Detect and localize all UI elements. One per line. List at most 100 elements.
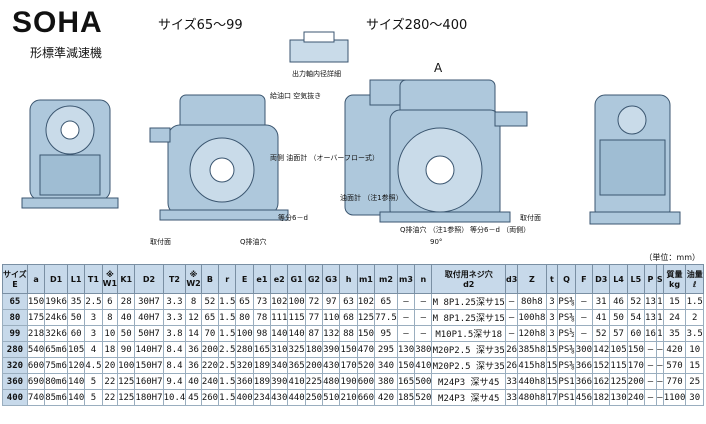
- table-cell: M20P2.5 深サ35: [431, 357, 506, 374]
- table-cell: 142: [592, 341, 611, 358]
- table-cell: 500: [414, 373, 433, 390]
- table-cell: 132: [322, 325, 341, 342]
- table-cell: 111: [270, 309, 289, 326]
- table-cell: 26: [504, 341, 519, 358]
- page-title: SOHA: [12, 6, 103, 39]
- table-cell: —: [574, 293, 594, 310]
- table-cell: 102: [270, 293, 289, 310]
- page-subtitle: 形標準減速機: [30, 46, 103, 60]
- table-cell: 190: [339, 373, 358, 390]
- table-cell: 32k6: [44, 325, 68, 342]
- table-cell: 2.5: [84, 293, 103, 310]
- table-cell: 410: [287, 373, 306, 390]
- table-cell: 8.4: [162, 341, 187, 358]
- table-cell: 28: [117, 293, 136, 310]
- table-cell: 152: [592, 357, 611, 374]
- table-cell: 150H7: [134, 357, 164, 374]
- table-cell: 1.5: [685, 293, 704, 310]
- table-cell: 10.4: [162, 389, 187, 406]
- table-header-cell: a: [26, 264, 46, 294]
- table-cell: 77.5: [374, 309, 398, 326]
- label-air-vent: 給油口 空気抜き: [270, 91, 321, 100]
- table-cell: 2.5: [218, 357, 237, 374]
- table-cell: 480: [322, 373, 341, 390]
- table-cell: M24P3 深サ45: [431, 373, 506, 390]
- table-cell: 366: [574, 357, 594, 374]
- table-cell: 26: [504, 357, 519, 374]
- table-cell: 170: [626, 357, 646, 374]
- table-cell: 295: [374, 341, 398, 358]
- table-cell: 65: [374, 293, 398, 310]
- table-cell: 115: [287, 309, 306, 326]
- table-cell: 162: [592, 373, 611, 390]
- table-cell: PS⅜: [557, 293, 576, 310]
- label-shaft-detail: 出力軸内径詳細: [292, 69, 341, 78]
- table-cell: 99: [2, 325, 28, 342]
- table-cell: 80m6: [44, 373, 68, 390]
- table-cell: 470: [356, 341, 376, 358]
- table-header-cell: 取付用ネジ穴 d2: [431, 264, 506, 294]
- table-header-cell: B: [200, 264, 220, 294]
- table-cell: 189: [252, 357, 272, 374]
- table-cell: 102: [356, 293, 376, 310]
- table-cell: 140: [287, 325, 306, 342]
- table-cell: 325: [287, 341, 306, 358]
- table-cell: 24k6: [44, 309, 68, 326]
- table-header-cell: F: [574, 264, 594, 294]
- table-cell: 80: [2, 309, 28, 326]
- table-cell: M 8P1.25深サ15: [431, 309, 506, 326]
- table-cell: 125: [609, 373, 628, 390]
- table-cell: 140H7: [134, 341, 164, 358]
- table-cell: 19k6: [44, 293, 68, 310]
- shaft-detail: [289, 31, 349, 63]
- table-cell: 380: [374, 373, 398, 390]
- table-cell: 170: [339, 357, 358, 374]
- table-cell: 18: [101, 341, 119, 358]
- table-cell: 60: [626, 325, 646, 342]
- table-cell: 85m6: [44, 389, 68, 406]
- table-cell: 50: [609, 309, 628, 326]
- table-cell: 120h8: [517, 325, 547, 342]
- table-cell: 20: [101, 357, 119, 374]
- table-cell: 400: [235, 389, 254, 406]
- table-cell: 41: [592, 309, 611, 326]
- table-header-cell: D1: [44, 264, 68, 294]
- table-cell: 400: [2, 389, 28, 406]
- table-header-cell: n: [414, 264, 433, 294]
- table-cell: 150: [339, 341, 358, 358]
- table-cell: 70: [200, 325, 220, 342]
- table-header-cell: D2: [134, 264, 164, 294]
- table-cell: 30H7: [134, 293, 164, 310]
- table-cell: 35: [662, 325, 687, 342]
- table-cell: 456: [574, 389, 594, 406]
- technical-drawing: 出力軸内径詳細 給油口 空気抜き 両側 油面計 （オーバーフロー式） 等分6－d…: [21, 31, 681, 246]
- table-cell: 4: [84, 341, 103, 358]
- table-cell: 3: [84, 309, 103, 326]
- table-header-cell: D3: [592, 264, 611, 294]
- table-cell: 320: [2, 357, 28, 374]
- table-cell: 200: [626, 373, 646, 390]
- table-cell: 150: [626, 341, 646, 358]
- table-cell: 13: [644, 293, 657, 310]
- table-cell: PS1: [557, 389, 576, 406]
- table-cell: 280: [2, 341, 28, 358]
- size-range-small: サイズ65～99: [158, 18, 243, 33]
- table-cell: 1.5: [218, 325, 237, 342]
- table-cell: 300: [574, 341, 594, 358]
- table-cell: 1.5: [218, 293, 237, 310]
- table-cell: 33: [504, 389, 519, 406]
- table-cell: 180: [304, 341, 324, 358]
- table-cell: —: [574, 309, 594, 326]
- table-header-cell: T1: [84, 264, 103, 294]
- table-cell: 14: [185, 325, 202, 342]
- table-cell: M20P2.5 深サ35: [431, 341, 506, 358]
- size-range-large: サイズ280～400: [366, 18, 468, 33]
- table-cell: 125: [117, 389, 136, 406]
- table-cell: 50: [117, 325, 136, 342]
- table-cell: 140: [270, 325, 289, 342]
- table-cell: 210: [339, 389, 358, 406]
- table-cell: 1.5: [218, 373, 237, 390]
- small-side-view: [21, 99, 119, 209]
